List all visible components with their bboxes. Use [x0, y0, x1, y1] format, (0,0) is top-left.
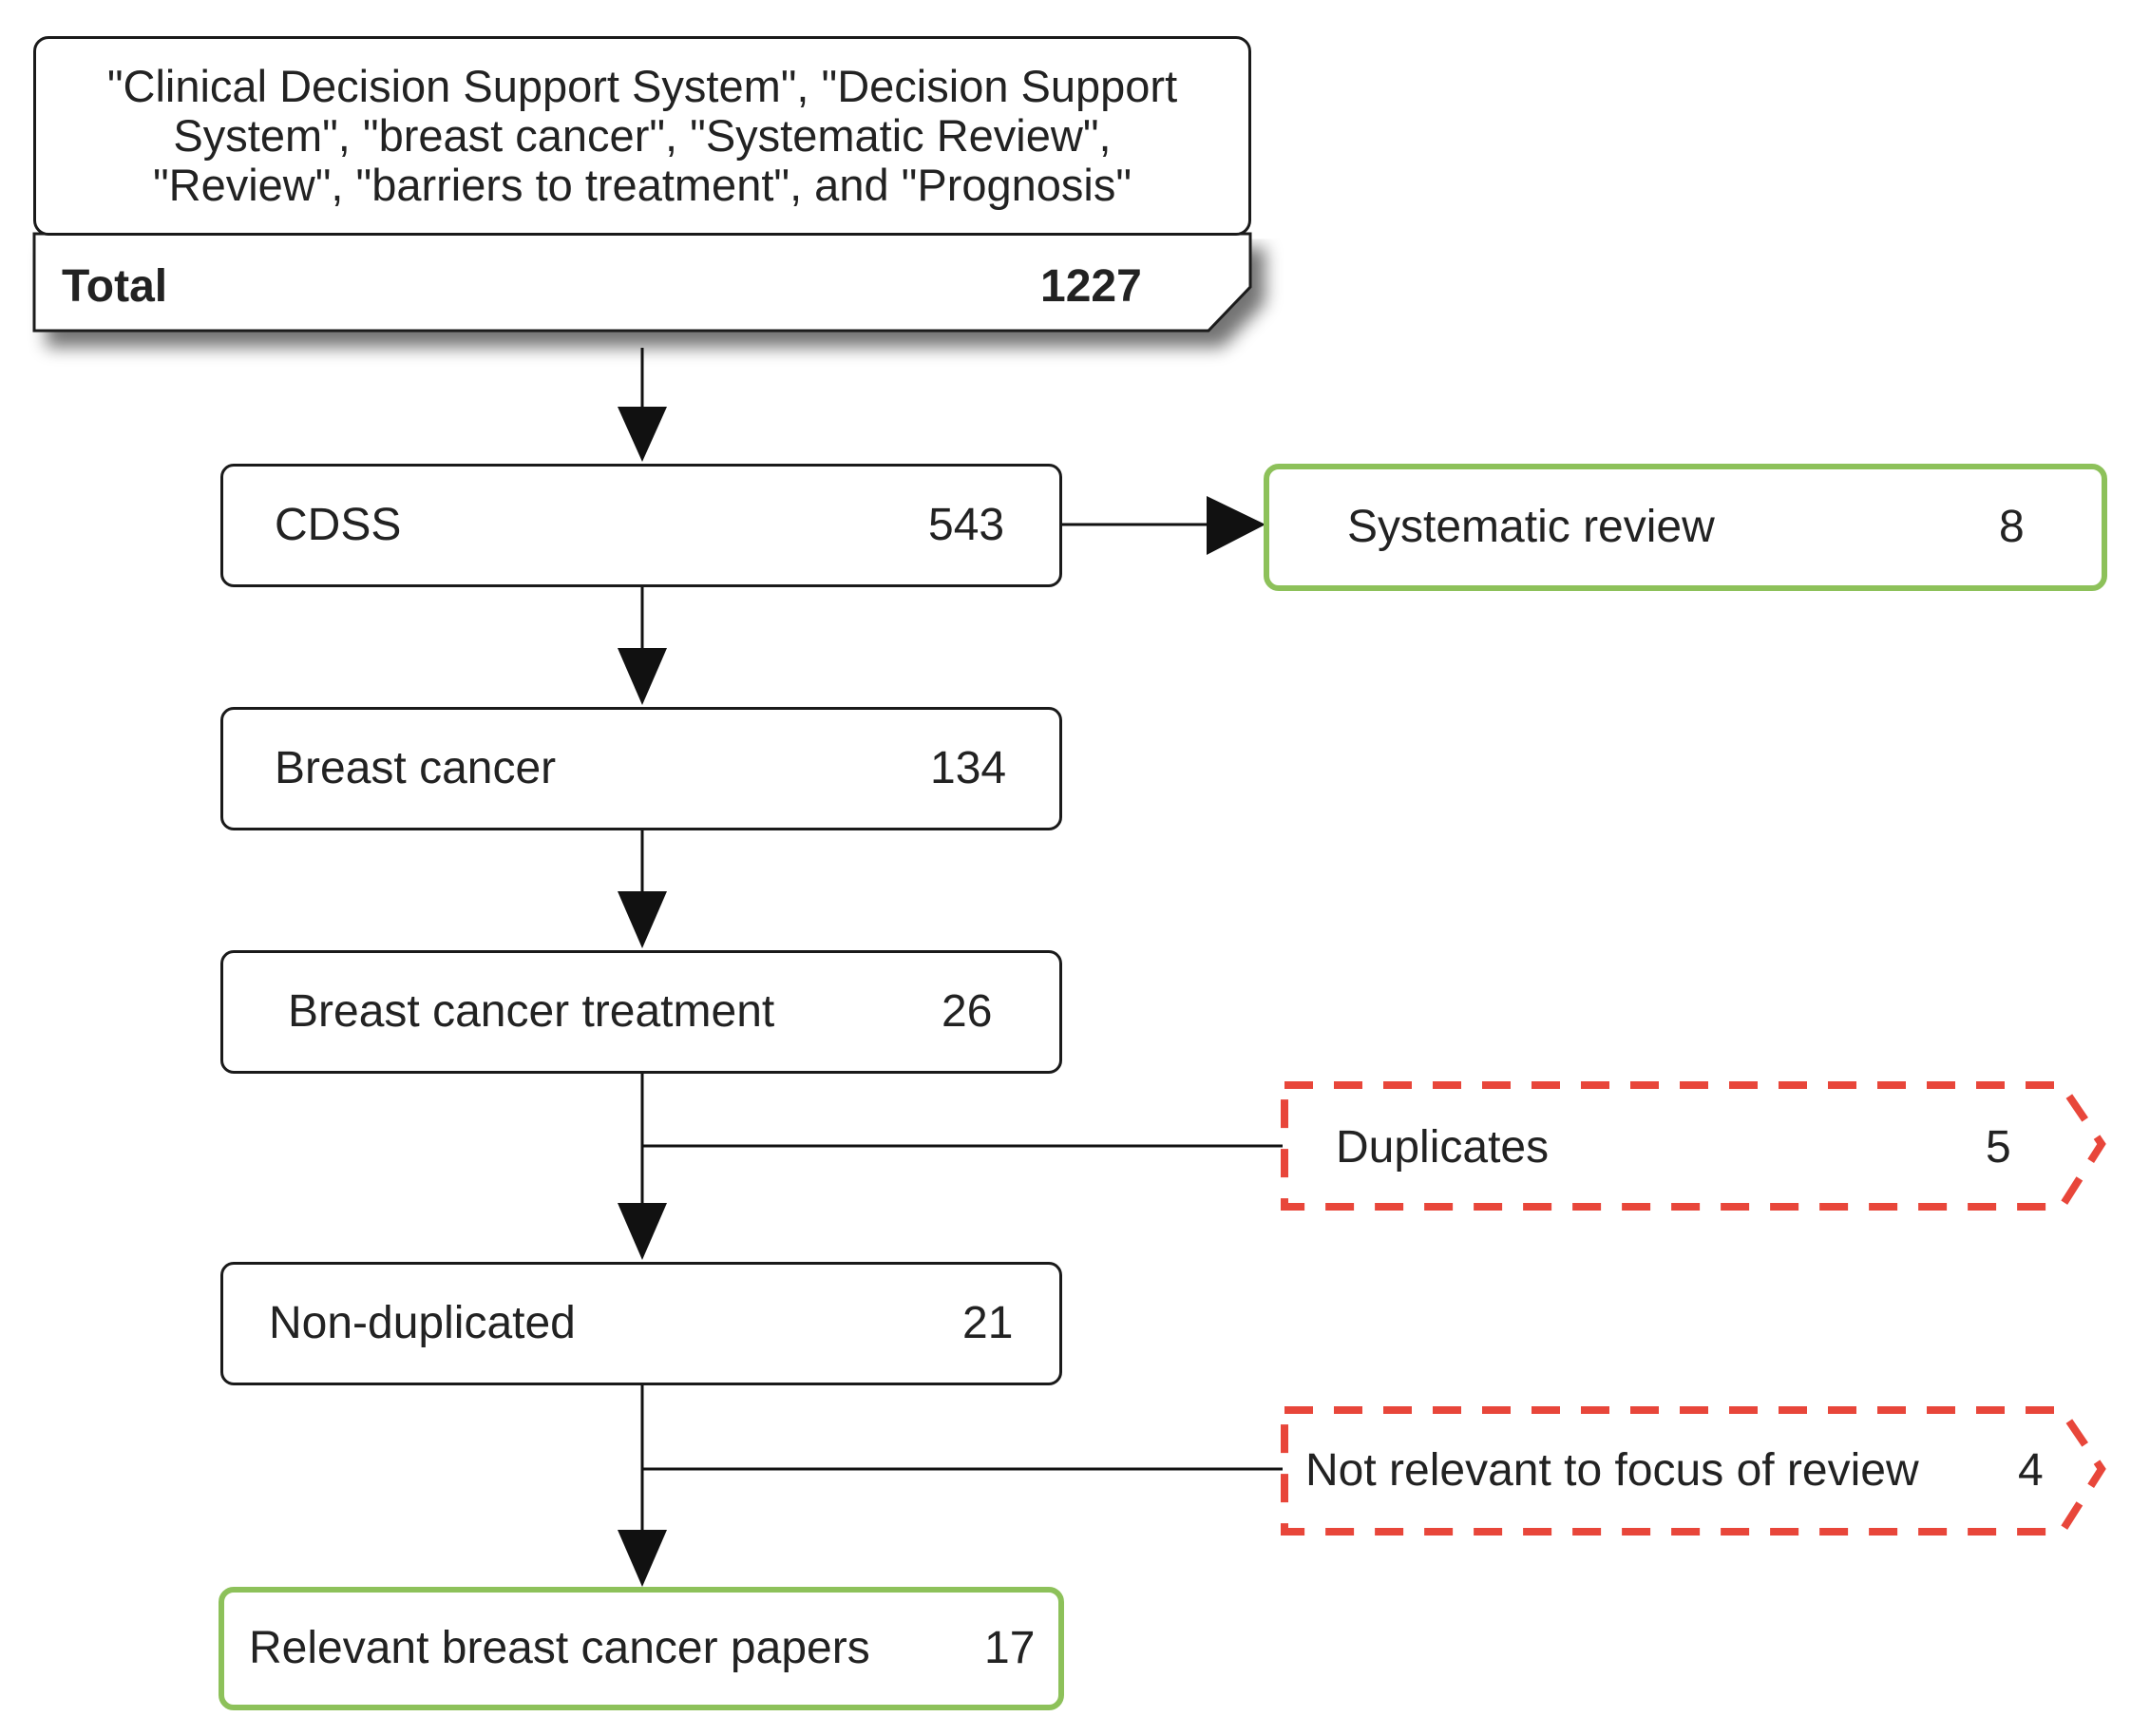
total-count: 1227: [1040, 261, 1142, 312]
non-duplicated-box: Non-duplicated 21: [220, 1262, 1062, 1385]
breast-cancer-treatment-box: Breast cancer treatment 26: [220, 950, 1062, 1074]
not-relevant-count: 4: [2018, 1445, 2044, 1496]
cdss-box: CDSS 543: [220, 464, 1062, 587]
relevant-papers-count: 17: [984, 1623, 1036, 1673]
systematic-review-label: Systematic review: [1347, 502, 1715, 552]
search-terms-line: "Review", "barriers to treatment", and "…: [152, 160, 1132, 210]
arrowhead-down-icon: [618, 1203, 667, 1260]
total-row: Total 1227: [33, 234, 1251, 332]
breast-cancer-label: Breast cancer: [275, 743, 557, 793]
systematic-review-box: Systematic review 8: [1264, 464, 2107, 591]
arrowhead-down-icon: [618, 891, 667, 948]
search-terms-card: "Clinical Decision Support System", "Dec…: [33, 36, 1251, 236]
search-terms-line: "Clinical Decision Support System", "Dec…: [106, 61, 1178, 111]
total-label: Total: [62, 261, 168, 312]
non-duplicated-count: 21: [962, 1298, 1014, 1348]
non-duplicated-label: Non-duplicated: [269, 1298, 576, 1348]
cdss-count: 543: [928, 500, 1005, 550]
search-terms-line: System", "breast cancer", "Systematic Re…: [173, 110, 1112, 161]
relevant-papers-label: Relevant breast cancer papers: [249, 1623, 870, 1673]
relevant-papers-box: Relevant breast cancer papers 17: [219, 1587, 1064, 1710]
arrowhead-down-icon: [618, 1530, 667, 1587]
breast-cancer-box: Breast cancer 134: [220, 707, 1062, 830]
breast-cancer-treatment-label: Breast cancer treatment: [288, 986, 775, 1037]
cdss-label: CDSS: [275, 500, 402, 550]
not-relevant-shape: [1281, 1406, 2106, 1536]
duplicates-shape: [1281, 1081, 2106, 1211]
breast-cancer-treatment-count: 26: [942, 986, 993, 1037]
duplicates-label: Duplicates: [1336, 1122, 1550, 1173]
arrowhead-down-icon: [618, 407, 667, 462]
arrowhead-down-icon: [618, 648, 667, 705]
duplicates-count: 5: [1986, 1122, 2011, 1173]
not-relevant-label: Not relevant to focus of review: [1305, 1445, 1919, 1496]
breast-cancer-count: 134: [930, 743, 1007, 793]
systematic-review-count: 8: [1999, 502, 2025, 552]
arrowhead-right-icon: [1207, 496, 1265, 555]
